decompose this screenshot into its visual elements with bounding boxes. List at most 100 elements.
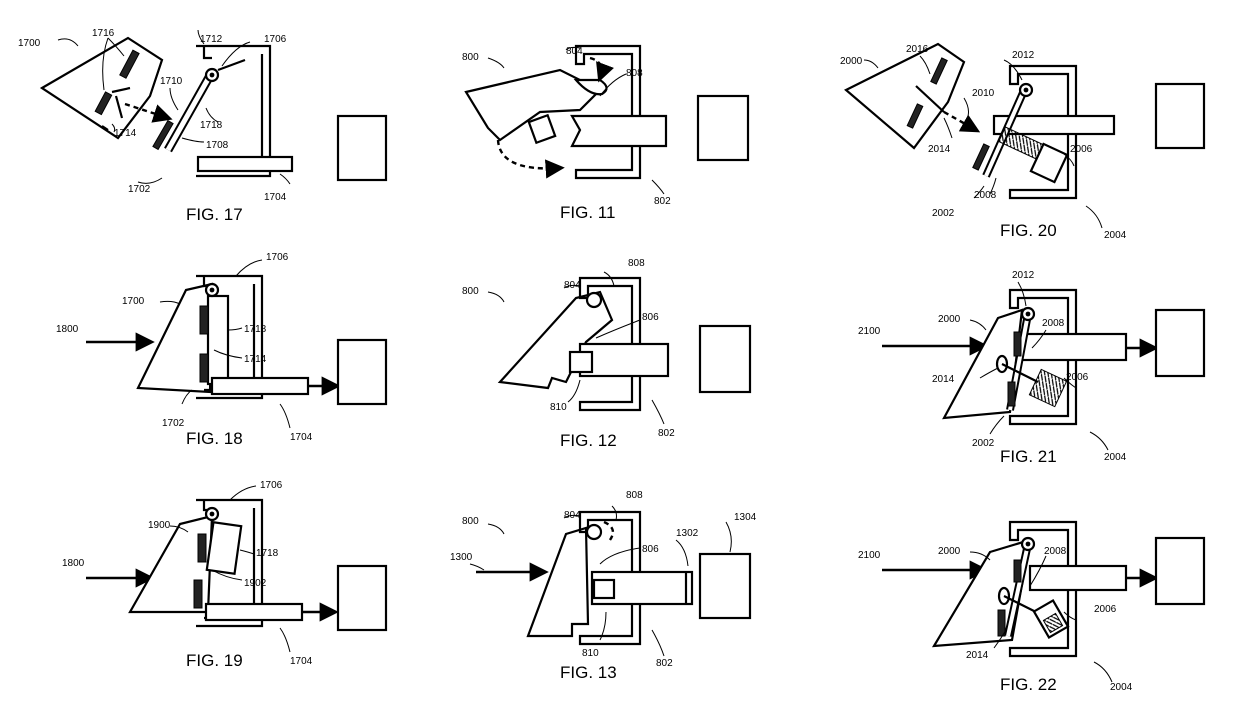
target-box	[696, 94, 750, 162]
bracket-frame	[196, 44, 272, 178]
ref-label: 1302	[676, 528, 699, 539]
ref-label: 1700	[18, 38, 41, 49]
magnet-block	[94, 91, 113, 116]
ref-label: 2006	[1070, 144, 1093, 155]
figure-21: 2012 2000 2100 2008 2014 2006 2002 2004 …	[858, 270, 1206, 466]
ref-label: 1706	[264, 34, 287, 45]
target-box	[336, 338, 388, 406]
figure-caption: FIG. 13	[560, 663, 617, 682]
ref-label: 1704	[290, 432, 313, 443]
hook	[585, 523, 603, 541]
figure-caption: FIG. 12	[560, 431, 617, 450]
figure-caption: FIG. 19	[186, 651, 243, 670]
ref-label: 2004	[1104, 230, 1127, 241]
ref-label: 2100	[858, 326, 881, 337]
figure-22: 2000 2100 2008 2006 2014 2004 FIG. 22	[858, 520, 1206, 694]
spring-icon	[1042, 612, 1064, 634]
ref-label: 2004	[1104, 452, 1127, 463]
ref-label: 800	[462, 286, 479, 297]
ref-label: 1714	[244, 354, 267, 365]
figure-caption: FIG. 21	[1000, 447, 1057, 466]
spring-housing	[1029, 142, 1069, 184]
target-box	[1154, 308, 1206, 378]
ref-label: 808	[626, 490, 643, 501]
plunger-bar	[578, 342, 670, 378]
magnet-block	[197, 533, 207, 563]
target-box	[336, 114, 388, 182]
pin-block	[592, 578, 616, 600]
ref-label: 1704	[264, 192, 287, 203]
magnet-block	[199, 305, 209, 335]
bracket-frame	[1008, 520, 1078, 658]
ref-label: 2000	[938, 546, 961, 557]
figure-20: 2016 2012 2000 2010 2014 2006 2008 2002 …	[840, 42, 1206, 241]
ref-label: 2006	[1066, 372, 1089, 383]
tool-pin	[915, 85, 945, 113]
ref-label: 800	[462, 516, 479, 527]
plunger-bar	[1020, 332, 1128, 362]
target-box	[698, 324, 752, 394]
figure-caption: FIG. 11	[560, 203, 615, 222]
ref-label: 1706	[266, 252, 289, 263]
figure-caption: FIG. 18	[186, 429, 243, 448]
ref-label: 804	[564, 510, 581, 521]
motion-arrow	[124, 102, 173, 123]
magnet-block	[997, 609, 1006, 637]
tool-head	[942, 308, 1024, 420]
ref-label: 2014	[932, 374, 955, 385]
ref-label: 2002	[972, 438, 995, 449]
plunger-bar	[210, 376, 310, 396]
ref-label: 1800	[62, 558, 85, 569]
ref-label: 1304	[734, 512, 757, 523]
pin-block	[527, 113, 557, 145]
figure-11: 804 800 808 802 FIG. 11	[462, 44, 750, 222]
target-box	[336, 564, 388, 632]
plunger-bar	[196, 155, 294, 173]
ref-label: 1800	[56, 324, 79, 335]
ref-label: 1718	[244, 324, 267, 335]
ref-label: 1702	[162, 418, 185, 429]
plunger-bar	[570, 114, 668, 148]
ref-label: 2100	[858, 550, 881, 561]
ref-label: 802	[658, 428, 675, 439]
figure-caption: FIG. 17	[186, 205, 243, 224]
ref-label: 1902	[244, 578, 267, 589]
pin-block	[568, 350, 594, 374]
figure-18: 1706 1700 1718 1800 1714 1702 1704 FIG. …	[56, 252, 388, 448]
ref-label: 2008	[1044, 546, 1067, 557]
ref-label: 2004	[1110, 682, 1133, 693]
ref-label: 1706	[260, 480, 283, 491]
ref-label: 1700	[122, 296, 145, 307]
target-box	[698, 552, 752, 620]
magnet-block	[152, 119, 174, 151]
magnet-block	[972, 143, 990, 171]
ref-label: 2010	[972, 88, 995, 99]
bracket-frame	[1008, 64, 1078, 200]
spring-icon	[1028, 368, 1068, 408]
target-box	[1154, 82, 1206, 150]
ref-label: 2012	[1012, 270, 1035, 281]
bracket-frame	[1008, 288, 1078, 426]
figure-12: 808 804 800 806 810 802 FIG. 12	[462, 258, 752, 450]
latch-arm	[206, 294, 230, 386]
latch-arm	[205, 521, 243, 575]
tool-head	[526, 526, 590, 638]
magnet-block	[119, 49, 140, 79]
figure-19: 1706 1900 1718 1800 1902 1704 FIG. 19	[62, 480, 388, 670]
target-box	[1154, 536, 1206, 606]
ref-label: 2008	[1042, 318, 1065, 329]
bracket-frame	[574, 44, 642, 180]
tool-head	[39, 36, 164, 140]
bracket-frame	[196, 498, 264, 628]
magnet-block	[906, 103, 924, 129]
ref-label: 2014	[928, 144, 951, 155]
plunger-bar	[992, 114, 1116, 136]
ref-label: 1716	[92, 28, 115, 39]
ref-label: 2008	[974, 190, 997, 201]
tool-stub	[101, 86, 131, 131]
magnet-block	[193, 579, 203, 609]
ref-label: 802	[654, 196, 671, 207]
ref-label: 2012	[1012, 50, 1035, 61]
ref-label: 2000	[938, 314, 961, 325]
